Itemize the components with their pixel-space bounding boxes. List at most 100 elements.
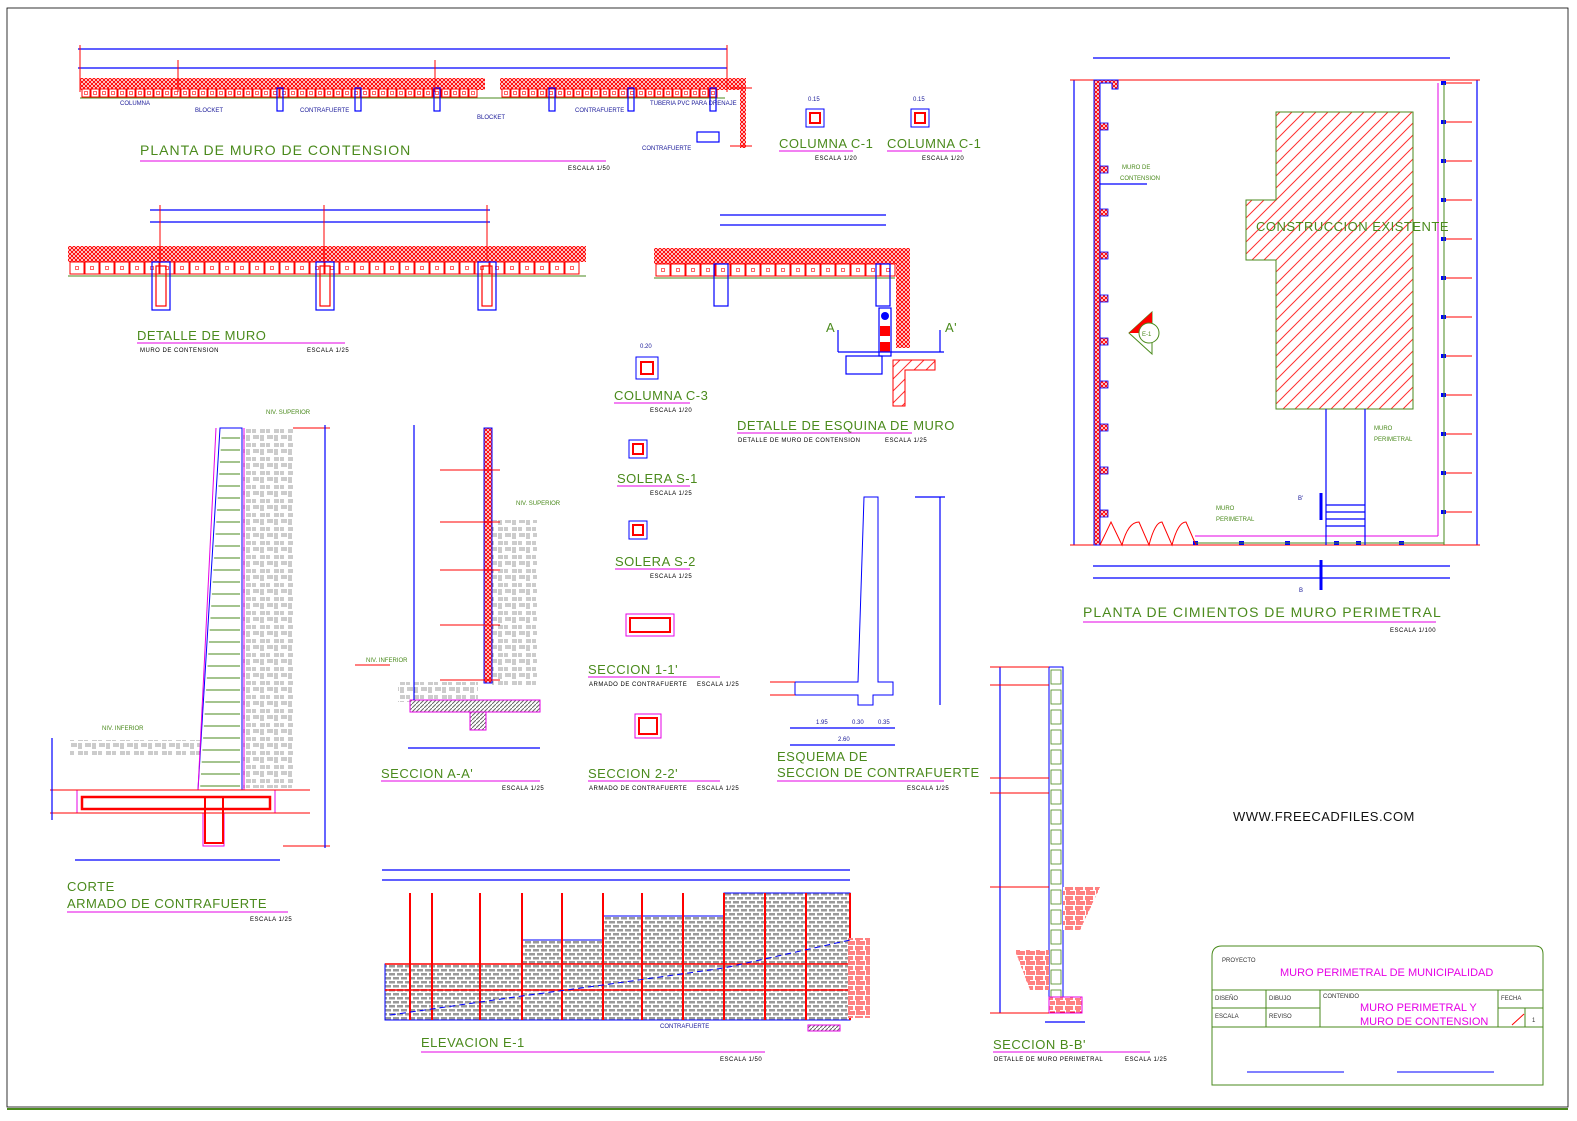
masonry-block (504, 261, 520, 275)
scale-label: ESCALA 1/25 (885, 438, 927, 444)
masonry-block (618, 88, 628, 98)
level-label-inferior: NIV. INFERIOR (366, 658, 408, 664)
view-title: SECCION 2-2' (588, 766, 678, 781)
cut-marker-b: B (1299, 588, 1303, 594)
scale-label: ESCALA 1/20 (922, 156, 964, 162)
masonry-block (835, 263, 851, 277)
content-title: MURO PERIMETRAL Y (1360, 1002, 1477, 1014)
label-blocket: BLOCKET (477, 115, 505, 121)
dimension-label: 0.30 (852, 720, 864, 726)
masonry-block (279, 261, 295, 275)
masonry-block (1050, 829, 1062, 845)
masonry-block (645, 88, 655, 98)
masonry-block (1050, 929, 1062, 945)
masonry-block (685, 263, 701, 277)
view-title: COLUMNA C-3 (614, 388, 708, 403)
masonry-block (850, 263, 866, 277)
label-contrafuerte: CONTRAFUERTE (642, 146, 691, 152)
dimension-label: 0.15 (913, 97, 925, 103)
masonry-block (600, 88, 610, 98)
masonry-block (354, 261, 370, 275)
masonry-block (672, 88, 682, 98)
view-title: SECCION B-B' (993, 1037, 1086, 1052)
dimension-label: 0.15 (808, 97, 820, 103)
masonry-block (730, 263, 746, 277)
masonry-block (69, 261, 85, 275)
masonry-block (360, 88, 370, 98)
masonry-block (297, 88, 307, 98)
view-esquema-contrafuerte: 1.95 0.30 0.35 2.60 ESQUEMA DE SECCION D… (770, 496, 979, 792)
label-muro-perimetral-line2: PERIMETRAL (1374, 437, 1413, 443)
masonry-block (369, 88, 379, 98)
masonry-block (219, 261, 235, 275)
label-contrafuerte: CONTRAFUERTE (660, 1024, 709, 1030)
masonry-block (264, 261, 280, 275)
masonry-block (690, 88, 700, 98)
masonry-block (378, 88, 388, 98)
view-title: DETALLE DE MURO (137, 328, 266, 343)
view-title: SOLERA S-1 (617, 471, 698, 486)
view-detalle-esquina: A A' DETALLE DE ESQUINA DE MURO DETALLE … (654, 214, 957, 444)
escala-label: ESCALA (1215, 1014, 1239, 1020)
masonry-block (775, 263, 791, 277)
masonry-block (306, 88, 316, 98)
buttress (1099, 380, 1109, 389)
masonry-block (1050, 809, 1062, 825)
scale-label: ESCALA 1/25 (907, 786, 949, 792)
masonry-block (609, 88, 619, 98)
masonry-block (549, 261, 565, 275)
masonry-block (1050, 969, 1062, 985)
masonry-block (537, 88, 547, 98)
scale-label: ESCALA 1/25 (307, 348, 349, 354)
masonry-block (459, 261, 475, 275)
cut-marker-a-prime: A' (945, 320, 957, 335)
masonry-block (1050, 769, 1062, 785)
view-detalle-muro: DETALLE DE MURO MURO DE CONTENSION ESCAL… (68, 205, 586, 354)
masonry-block (84, 261, 100, 275)
view-corte-contrafuerte: NIV. SUPERIOR NIV. INFERIOR CORTE ARMADO… (50, 410, 330, 923)
diseno-label: DISEÑO (1215, 995, 1238, 1002)
view-title: PLANTA DE MURO DE CONTENSION (140, 142, 411, 158)
level-label-superior: NIV. SUPERIOR (516, 501, 561, 507)
masonry-block (655, 263, 671, 277)
scale-label: ESCALA 1/25 (697, 786, 739, 792)
masonry-block (459, 88, 469, 98)
elevation-marker-icon (1128, 310, 1160, 356)
masonry-block (1050, 669, 1062, 685)
masonry-block (1050, 789, 1062, 805)
masonry-block (114, 261, 130, 275)
masonry-block (573, 88, 583, 98)
view-subtitle: MURO DE CONTENSION (140, 348, 219, 354)
label-muro-contension: MURO DE (1122, 165, 1150, 171)
dimension-label: 2.60 (838, 737, 850, 743)
masonry-block (189, 261, 205, 275)
label-tuberia: TUBERIA PVC PARA DRENAJE (650, 101, 737, 107)
buttress (1099, 337, 1109, 346)
label-columna: COLUMNA (120, 101, 150, 107)
masonry-block (510, 88, 520, 98)
masonry-block (333, 88, 343, 98)
buttress (1099, 165, 1109, 174)
masonry-block (760, 263, 776, 277)
buttress (1099, 122, 1109, 131)
masonry-block (351, 88, 361, 98)
masonry-block (1050, 949, 1062, 965)
proyecto-label: PROYECTO (1222, 958, 1256, 964)
dimension-label: 0.35 (878, 720, 890, 726)
scale-label: ESCALA 1/25 (697, 682, 739, 688)
label-blocket: BLOCKET (195, 108, 223, 114)
masonry-block (708, 88, 718, 98)
masonry-block (1050, 889, 1062, 905)
view-seccion-1-1: SECCION 1-1' ARMADO DE CONTRAFUERTE ESCA… (588, 613, 739, 688)
view-seccion-aa: NIV. SUPERIOR NIV. INFERIOR SECCION A-A'… (355, 425, 561, 792)
masonry-block (429, 261, 445, 275)
masonry-block (279, 88, 289, 98)
website-label: WWW.FREECADFILES.COM (1233, 809, 1415, 824)
masonry-block (135, 88, 145, 98)
project-title: MURO PERIMETRAL DE MUNICIPALIDAD (1280, 967, 1493, 979)
view-subtitle: DETALLE DE MURO PERIMETRAL (994, 1057, 1103, 1063)
view-columna-c1-a: 0.15 COLUMNA C-1 ESCALA 1/20 (779, 97, 873, 162)
scale-label: ESCALA 1/25 (250, 917, 292, 923)
view-columna-c3: 0.20 COLUMNA C-3 ESCALA 1/20 (614, 344, 708, 414)
masonry-block (324, 261, 340, 275)
